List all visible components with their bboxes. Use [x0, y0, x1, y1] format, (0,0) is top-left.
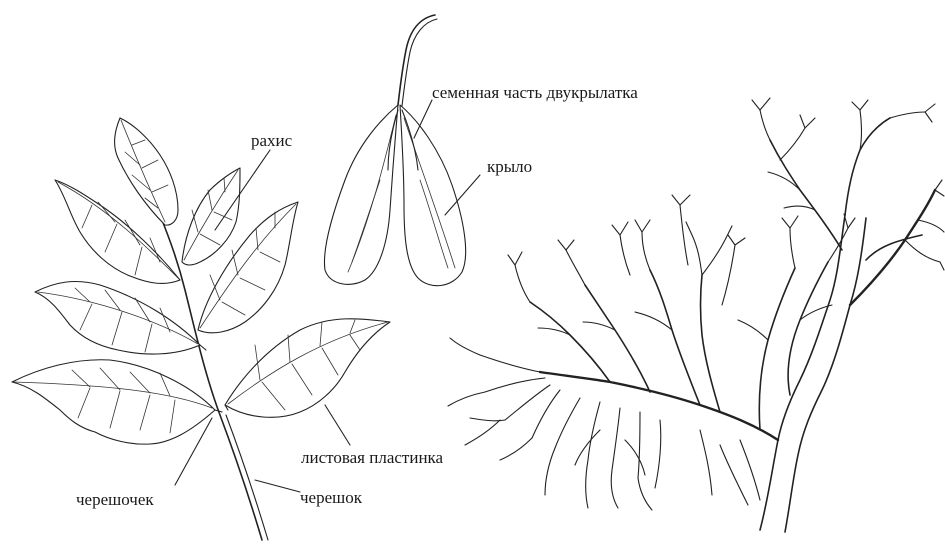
label-petiolule: черешочек: [76, 490, 154, 509]
leaflet-middle-left: [35, 281, 200, 354]
label-wing: крыло: [487, 157, 532, 176]
leaflet-terminal: [115, 118, 178, 225]
leaf-blade-leader: [325, 405, 350, 445]
petiole-leader: [255, 480, 300, 492]
leaflet-bottom-left: [12, 360, 215, 444]
samara: [324, 15, 465, 286]
leaflet-bottom-right: [225, 319, 390, 418]
label-rachis: рахис: [251, 131, 293, 150]
compound-leaf: [12, 118, 390, 540]
samara-left-wing: [324, 105, 398, 284]
label-seed-part: семенная часть двукрылатка: [432, 83, 638, 102]
label-petiole: черешок: [300, 488, 363, 507]
label-leaf-blade: листовая пластинка: [301, 448, 444, 467]
leaflet-upper-right: [182, 168, 240, 265]
